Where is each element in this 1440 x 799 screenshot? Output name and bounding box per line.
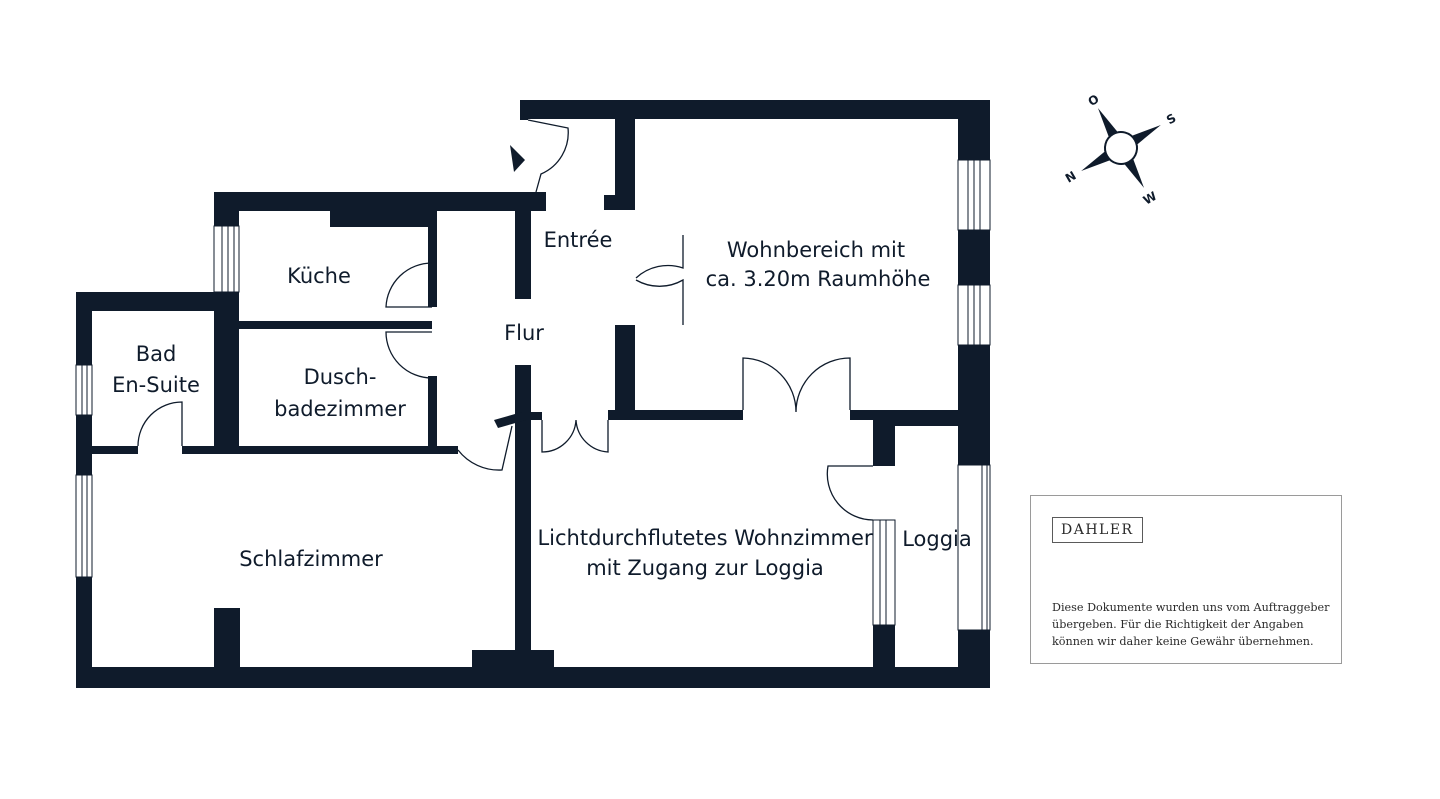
entrance-arrow-icon [510,145,525,172]
wall-top-kitchen [214,192,546,211]
door-schlafzimmer [457,425,513,471]
wall-bad-dusch [214,292,239,452]
window-kueche [213,225,240,293]
label-wohnzimmer-2: mit Zugang zur Loggia [586,556,824,580]
label-entree: Entrée [544,228,613,252]
wall-wohnbereich-south-a [608,410,743,420]
windows [75,159,991,631]
door-entree-wohnbereich [635,235,684,325]
wall-entree-left [520,100,528,120]
wall-flur-right-a [515,211,531,299]
label-kueche: Küche [287,264,351,288]
door-corridor [541,419,609,453]
wall-entree-stub [604,195,616,210]
wall-kueche-dusch [239,321,432,329]
window-bad [75,364,93,416]
compass-south: S [1164,111,1178,127]
wall-bottom-column [472,650,554,670]
disclaimer-box: DAHLER Diese Dokumente wurden uns vom Au… [1030,495,1342,664]
doors [137,119,874,521]
wall-bad-south-b [182,446,440,454]
wall-loggia-left-b [873,625,895,670]
window-loggia-outer [957,464,991,631]
window-schlafzimmer [75,474,93,578]
dahler-logo: DAHLER [1052,517,1143,543]
label-wohnbereich-1: Wohnbereich mit [727,238,905,262]
label-dusch-2: badezimmer [274,397,406,421]
wall-bad-south-a [92,446,138,454]
label-wohnbereich-2: ca. 3.20m Raumhöhe [706,267,931,291]
window-right-middle [957,284,991,346]
compass-north: N [1063,168,1079,185]
label-wohnzimmer-1: Lichtdurchflutetes Wohnzimmer [537,526,872,550]
room-labels: Entrée Wohnbereich mit ca. 3.20m Raumhöh… [112,228,972,580]
label-loggia: Loggia [902,527,972,551]
door-wohnbereich-wohnzimmer [742,357,851,413]
door-dusch [385,331,433,379]
wall-flur-right-b [515,365,531,668]
wall-kitchen-beam [330,211,430,227]
disclaimer-line-1: Diese Dokumente wurden uns vom Auftragge… [1052,601,1330,614]
window-loggia-inner [872,519,896,626]
door-loggia [826,465,874,521]
disclaimer-text: Diese Dokumente wurden uns vom Auftragge… [1052,599,1334,650]
window-right-top [957,159,991,231]
door-kueche [385,262,433,308]
wall-corridor-south [522,412,542,420]
disclaimer-line-3: können wir daher keine Gewähr übernehmen… [1052,635,1314,648]
compass-east: O [1086,92,1102,109]
label-dusch-1: Dusch- [304,365,377,389]
label-flur: Flur [504,321,544,345]
label-bad-1: Bad [136,342,177,366]
wall-bottom [76,667,990,688]
wall-loggia-left-a [873,410,895,466]
walls [76,100,990,688]
door-bad [137,401,183,447]
door-entrance [527,119,569,193]
wall-top-main [520,100,990,119]
wall-entree-right-a [615,100,635,210]
label-schlafzimmer: Schlafzimmer [239,547,383,571]
compass-west: W [1141,189,1159,208]
wall-top-bad [76,292,239,311]
wall-flur-diagonal [494,412,526,428]
wall-bedroom-column [214,608,240,670]
wall-dusch-right-b [428,376,437,452]
wall-entree-right-b [615,325,635,415]
wall-dusch-right-a [428,211,437,307]
wall-diagonal [436,446,458,454]
label-bad-2: En-Suite [112,373,200,397]
disclaimer-line-2: übergeben. Für die Richtigkeit der Angab… [1052,618,1304,631]
compass-icon: O W N S [1063,92,1179,208]
